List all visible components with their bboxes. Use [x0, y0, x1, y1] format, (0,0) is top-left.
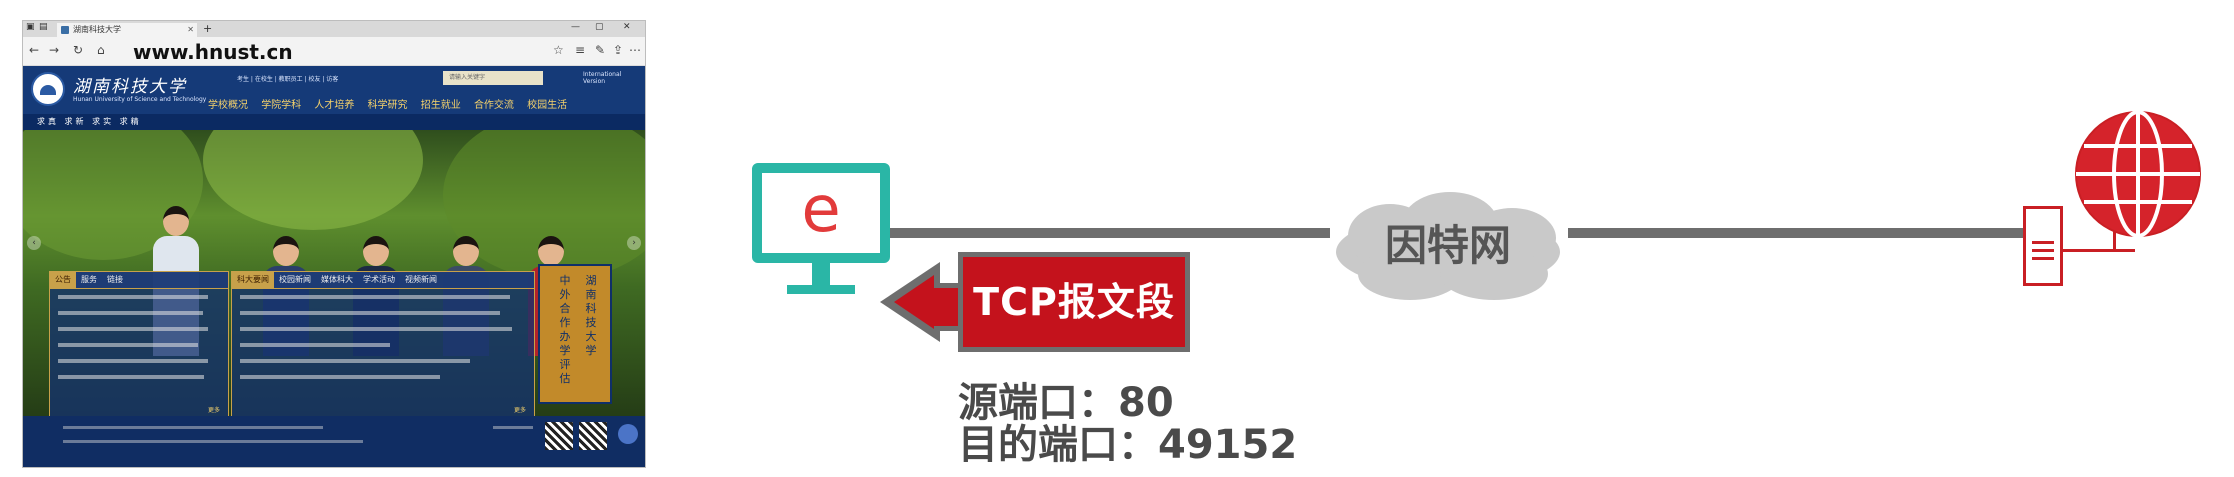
server-globe-link: [2063, 249, 2135, 252]
qr-code-icon: [579, 422, 607, 450]
nav-item[interactable]: 招生就业: [420, 100, 461, 111]
server-link-line: [1568, 228, 2023, 238]
notice-list: [58, 295, 228, 387]
list-item[interactable]: [240, 343, 534, 355]
refresh-icon[interactable]: ↻: [73, 43, 84, 57]
tcp-segment-label: TCP报文段: [958, 252, 1190, 352]
news-list: [240, 295, 534, 387]
notes-icon[interactable]: ✎: [595, 43, 606, 57]
cloud-label: 因特网: [1384, 221, 1511, 270]
source-port-line: 源端口：80: [958, 380, 1174, 426]
footer-address: [63, 440, 363, 443]
nav-item[interactable]: 合作交流: [473, 100, 514, 111]
share-icon[interactable]: ⇪: [613, 43, 624, 57]
more-menu-icon[interactable]: ⋯: [629, 43, 641, 57]
tab-media[interactable]: 媒体科大: [321, 275, 353, 284]
news-tabs: 科大要闻 校园新闻 媒体科大 学术活动 视频新闻: [232, 272, 534, 289]
browser-tab[interactable]: 湖南科技大学 ✕: [57, 23, 197, 37]
university-homepage: 湖南科技大学 Hunan University of Science and T…: [23, 66, 645, 467]
window-menu-icon[interactable]: ▣: [26, 22, 35, 32]
internet-cloud-icon: 因特网: [1318, 186, 1578, 306]
more-link[interactable]: 更多: [207, 407, 220, 414]
url-field[interactable]: www.hnust.cn: [133, 40, 293, 64]
favorites-icon[interactable]: ☆: [553, 43, 564, 57]
client-link-line: [890, 228, 1330, 238]
nav-item[interactable]: 学院学科: [261, 100, 302, 111]
list-item[interactable]: [58, 343, 228, 355]
site-header: 湖南科技大学 Hunan University of Science and T…: [23, 66, 645, 114]
site-favicon-icon: [61, 26, 69, 34]
list-item[interactable]: [240, 327, 534, 339]
tab-service[interactable]: 服务: [81, 275, 97, 284]
monitor-screen: e: [752, 163, 890, 263]
nav-item[interactable]: 科学研究: [367, 100, 408, 111]
list-item[interactable]: [58, 295, 228, 307]
dest-port-line: 目的端口：49152: [958, 422, 1298, 468]
browser-screenshot: ▣ ▤ 湖南科技大学 ✕ + — ▢ ✕ ← → ↻ ⌂ www.hnust.c…: [22, 20, 646, 468]
globe-icon: [2075, 110, 2201, 238]
minimize-icon[interactable]: —: [571, 22, 580, 32]
monitor-neck: [812, 263, 830, 285]
footer-copyright: [63, 426, 323, 429]
carousel-prev-icon[interactable]: ‹: [27, 236, 41, 250]
home-icon[interactable]: ⌂: [97, 43, 105, 57]
school-logo-icon[interactable]: [31, 72, 65, 106]
tab-title: 湖南科技大学: [73, 25, 121, 34]
tab-notice[interactable]: 公告: [50, 272, 76, 288]
school-name[interactable]: 湖南科技大学: [73, 77, 187, 97]
list-item[interactable]: [58, 327, 228, 339]
list-item[interactable]: [58, 375, 228, 387]
school-name-en: Hunan University of Science and Technolo…: [73, 96, 207, 103]
banner-text: 湖南科技大学: [585, 274, 597, 357]
tab-close-icon[interactable]: ✕: [187, 25, 194, 34]
footer-links[interactable]: [493, 426, 533, 429]
motto-bar: 求真 求新 求实 求精: [23, 114, 645, 130]
main-nav: 学校概况 学院学科 人才培养 科学研究 招生就业 合作交流 校园生活: [208, 96, 577, 111]
list-item[interactable]: [58, 359, 228, 371]
qr-code-icon: [545, 422, 573, 450]
server-box: [2023, 206, 2063, 286]
new-tab-icon[interactable]: +: [203, 22, 213, 35]
monitor-stand: [787, 285, 855, 294]
notice-tabs: 公告 服务 链接: [50, 272, 228, 289]
carousel-next-icon[interactable]: ›: [627, 236, 641, 250]
list-item[interactable]: [240, 295, 534, 307]
back-icon[interactable]: ←: [29, 43, 40, 57]
server-globe-link: [2113, 226, 2116, 250]
tab-news[interactable]: 科大要闻: [232, 272, 274, 288]
banner-text: 中外合作办学评估: [559, 274, 571, 385]
news-panel: 科大要闻 校园新闻 媒体科大 学术活动 视频新闻 更多: [231, 271, 535, 421]
list-item[interactable]: [58, 311, 228, 323]
tab-links[interactable]: 链接: [107, 275, 123, 284]
list-item[interactable]: [240, 359, 534, 371]
reading-list-icon[interactable]: ≡: [575, 43, 586, 57]
list-item[interactable]: [240, 375, 534, 387]
nav-item[interactable]: 校园生活: [527, 100, 568, 111]
close-window-icon[interactable]: ✕: [623, 22, 631, 32]
site-footer: [23, 416, 645, 467]
list-item[interactable]: [240, 311, 534, 323]
tab-campus-news[interactable]: 校园新闻: [279, 275, 311, 284]
site-badge-icon[interactable]: [618, 424, 638, 444]
cloud-shape: [1336, 192, 1560, 300]
nav-item[interactable]: 学校概况: [208, 100, 248, 111]
address-bar: ← → ↻ ⌂ www.hnust.cn ☆ ≡ ✎ ⇪ ⋯: [23, 37, 645, 66]
notice-panel: 公告 服务 链接 更多: [49, 271, 229, 421]
international-version-link[interactable]: International Version: [583, 71, 622, 85]
tab-video[interactable]: 视频新闻: [405, 275, 437, 284]
tab-academic[interactable]: 学术活动: [363, 275, 395, 284]
cooperation-evaluation-banner[interactable]: 湖南科技大学 中外合作办学评估: [538, 264, 612, 404]
audience-links[interactable]: 考生 | 在校生 | 教职员工 | 校友 | 访客: [237, 76, 339, 83]
school-motto: 求真 求新 求实 求精: [37, 117, 142, 126]
browser-e-icon: e: [801, 173, 841, 247]
site-search-input[interactable]: 请输入关键字: [443, 71, 543, 85]
nav-item[interactable]: 人才培养: [314, 100, 355, 111]
forward-icon[interactable]: →: [49, 43, 60, 57]
browser-tab-bar: ▣ ▤ 湖南科技大学 ✕ + — ▢ ✕: [23, 21, 645, 37]
tab-list-icon[interactable]: ▤: [39, 22, 48, 32]
maximize-icon[interactable]: ▢: [595, 22, 604, 32]
more-link[interactable]: 更多: [513, 407, 526, 414]
